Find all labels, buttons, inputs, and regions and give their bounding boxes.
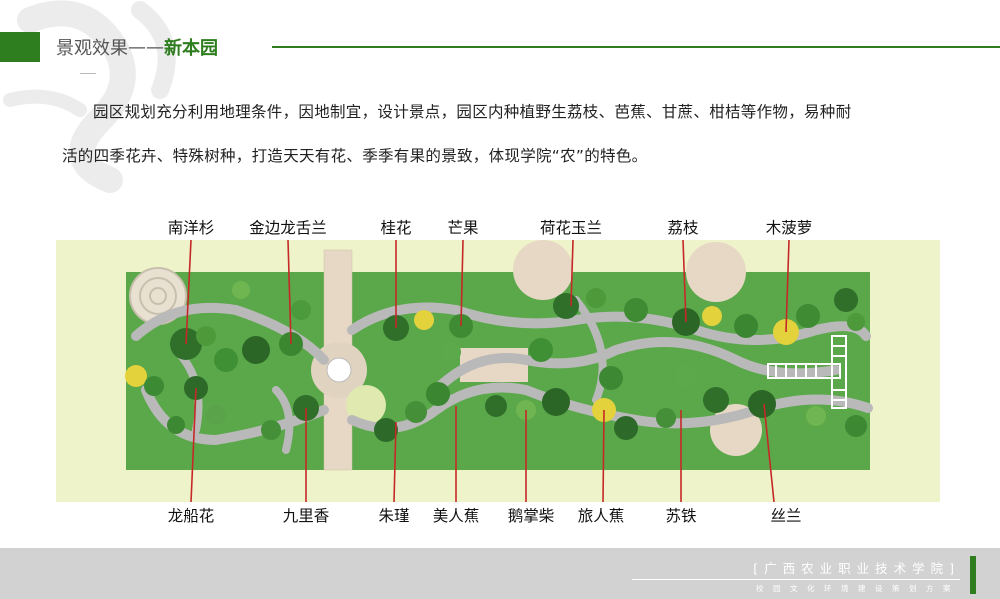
garden-plan-map bbox=[56, 240, 940, 502]
pointer-lines bbox=[185, 240, 790, 502]
label-bottom-3: 朱瑾 bbox=[378, 507, 410, 525]
label-top-4: 芒果 bbox=[447, 219, 479, 237]
footer-rule bbox=[632, 579, 960, 580]
page-title: 景观效果 —— 新本园 bbox=[56, 34, 218, 60]
intro-line-2: 活的四季花卉、特殊树种，打造天天有花、季季有果的景致，体现学院“农”的特色。 bbox=[62, 147, 648, 165]
label-bottom-8: 丝兰 bbox=[770, 507, 802, 525]
intro-line-1: 园区规划充分利用地理条件，因地制宜，设计景点，园区内种植野生荔枝、芭蕉、甘蔗、柑… bbox=[93, 103, 852, 121]
page-subtitle: 新本园 bbox=[164, 38, 218, 59]
header-accent-block bbox=[0, 32, 40, 62]
title-dash: —— bbox=[128, 36, 164, 58]
calligraphy-watermark bbox=[3, 0, 176, 193]
footer-school-name: [广西农业职业技术学院] bbox=[753, 561, 960, 576]
label-bottom-1: 龙船花 bbox=[167, 507, 215, 525]
title-rule bbox=[272, 46, 1000, 48]
label-top-7: 木菠萝 bbox=[765, 219, 813, 237]
label-bottom-5: 鹅掌柴 bbox=[507, 507, 555, 525]
intro-paragraph: 园区规划充分利用地理条件，因地制宜，设计景点，园区内种植野生荔枝、芭蕉、甘蔗、柑… bbox=[62, 90, 942, 178]
label-top-6: 荔枝 bbox=[667, 219, 699, 237]
pergola bbox=[767, 335, 847, 409]
label-top-5: 荷花玉兰 bbox=[539, 219, 603, 237]
label-bottom-4: 美人蕉 bbox=[432, 507, 480, 525]
winding-path bbox=[131, 302, 871, 365]
label-top-3: 桂花 bbox=[380, 219, 412, 237]
label-bottom-2: 九里香 bbox=[282, 507, 330, 525]
footer-accent-bar bbox=[970, 556, 976, 594]
footer-band: [广西农业职业技术学院] 校园文化环境建设策划方案 bbox=[0, 548, 1000, 599]
small-divider bbox=[80, 73, 96, 74]
label-top-1: 南洋杉 bbox=[167, 219, 215, 237]
footer-tagline: 校园文化环境建设策划方案 bbox=[756, 584, 960, 593]
label-bottom-6: 旅人蕉 bbox=[577, 507, 625, 525]
label-top-2: 金边龙舌兰 bbox=[249, 219, 327, 237]
label-bottom-7: 苏铁 bbox=[665, 507, 697, 525]
section-label: 景观效果 bbox=[56, 38, 128, 59]
